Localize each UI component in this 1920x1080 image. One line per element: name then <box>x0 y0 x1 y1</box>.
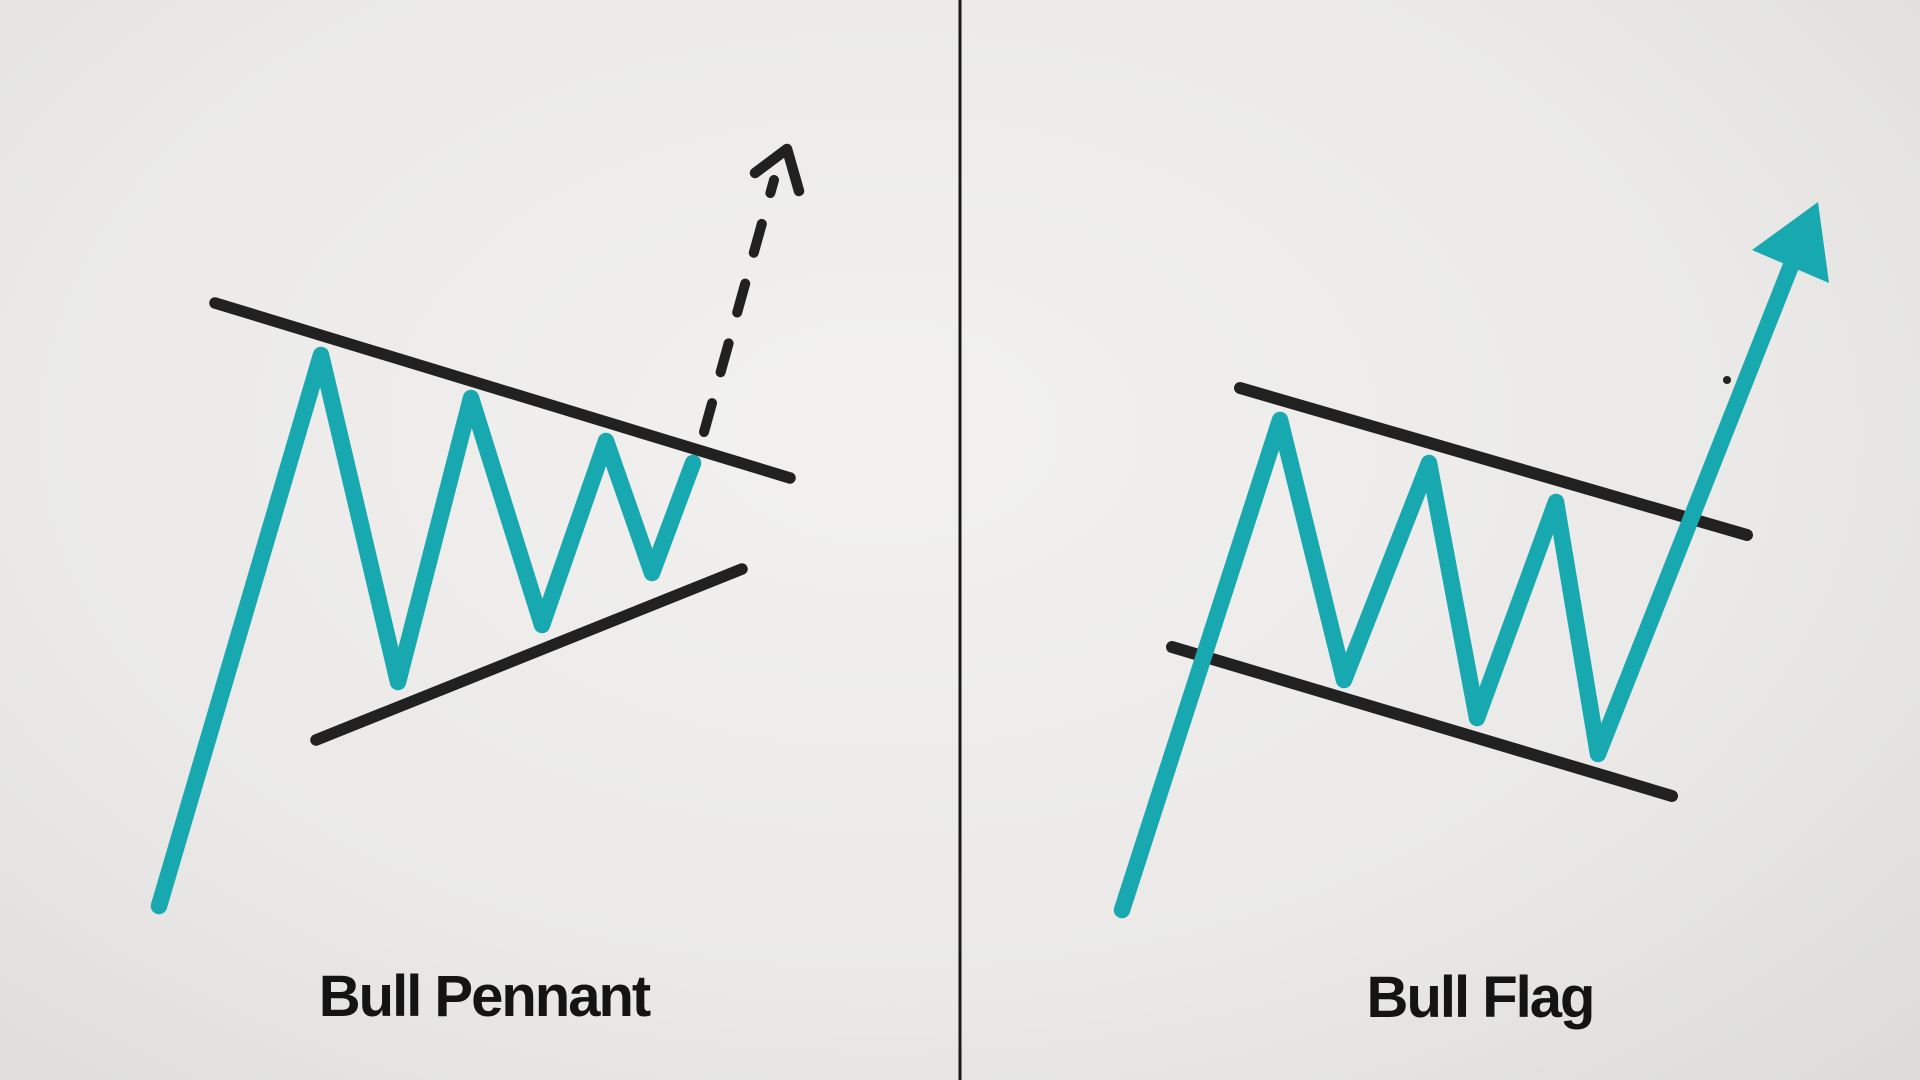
flag-lower-trendline <box>1166 641 1678 802</box>
bull-pennant-label: Bull Pennant <box>318 964 651 1029</box>
bull-pennant-diagram <box>150 143 805 915</box>
ink-speck <box>1723 376 1731 384</box>
pennant-breakout-arrow-shaft <box>699 175 779 437</box>
flag-breakout-arrow-head-icon <box>1752 202 1829 283</box>
pennant-lower-trendline <box>310 563 748 746</box>
pennant-breakout-arrow-head-icon <box>749 143 805 197</box>
bull-flag-label: Bull Flag <box>1366 965 1596 1030</box>
bull-flag-diagram <box>1113 202 1829 919</box>
flag-price-zigzag <box>1113 249 1803 919</box>
flag-upper-trendline <box>1234 382 1753 541</box>
pennant-price-zigzag <box>150 346 702 915</box>
pennant-upper-trendline <box>209 297 796 484</box>
